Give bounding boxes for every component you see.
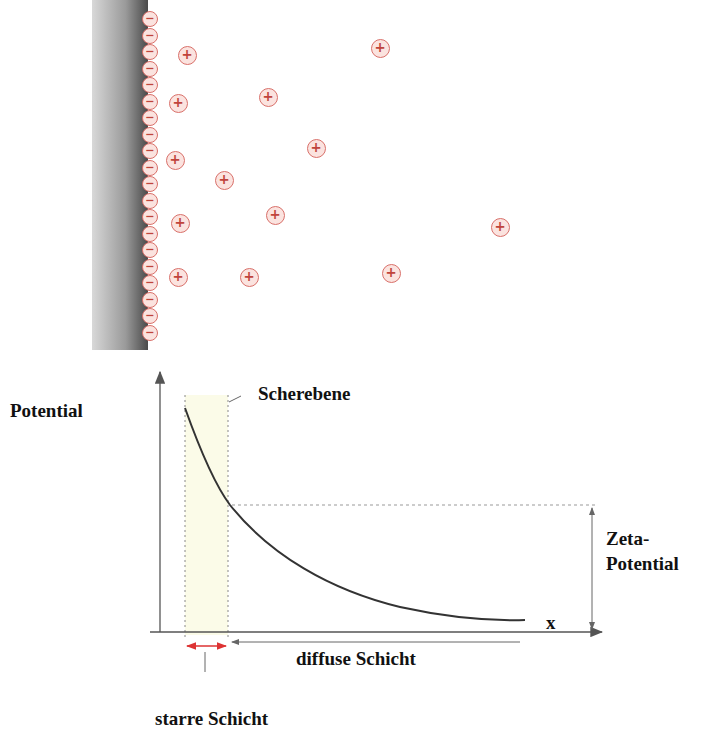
charge-sign: − (145, 145, 154, 156)
cation: + (240, 268, 259, 287)
charge-sign: + (218, 173, 229, 186)
charge-sign: − (145, 228, 154, 239)
anion: − (142, 292, 158, 308)
diffuse-arrow (232, 642, 520, 643)
boundary-line (185, 395, 186, 640)
cation: + (169, 94, 188, 113)
shear-plane-line (228, 395, 229, 640)
charge-sign: − (145, 178, 154, 189)
anion: − (142, 308, 158, 324)
layer-label: diffuse Schicht (296, 648, 416, 670)
charge-sign: + (172, 270, 183, 283)
cation: + (307, 139, 326, 158)
charge-sign: + (181, 48, 192, 61)
zeta-arrow (592, 508, 593, 629)
anion: − (142, 110, 158, 126)
anion: − (142, 209, 158, 225)
axis-label: Potential (10, 400, 83, 422)
anion: − (142, 28, 158, 44)
cation: + (382, 264, 401, 283)
charge-sign: − (145, 162, 154, 173)
anion: − (142, 61, 158, 77)
zeta-label: Zeta-Potential (606, 527, 706, 576)
anion: − (142, 193, 158, 209)
axis-label: x (546, 612, 556, 634)
charge-sign: − (145, 13, 154, 24)
charge-sign: − (145, 79, 154, 90)
layer-label: starre Schicht (155, 708, 268, 730)
cation: + (266, 206, 285, 225)
charge-sign: + (269, 208, 280, 221)
zeta-level (232, 505, 596, 506)
anion: − (142, 259, 158, 275)
charge-sign: − (145, 195, 154, 206)
anion: − (142, 242, 158, 258)
surface (92, 0, 148, 350)
anion: − (142, 11, 158, 27)
cation: + (171, 214, 190, 233)
anion: − (142, 275, 158, 291)
charge-sign: + (169, 153, 180, 166)
rigid-band (185, 395, 228, 635)
anion: − (142, 176, 158, 192)
charge-sign: − (145, 294, 154, 305)
charge-sign: − (145, 129, 154, 140)
leader-line (229, 396, 241, 402)
cation: + (259, 88, 278, 107)
charge-sign: − (145, 46, 154, 57)
charge-sign: + (262, 90, 273, 103)
charge-sign: − (145, 63, 154, 74)
anion: − (142, 226, 158, 242)
anion: − (142, 325, 158, 341)
anion: − (142, 77, 158, 93)
charge-sign: + (172, 96, 183, 109)
anion: − (142, 127, 158, 143)
potential-curve (185, 408, 525, 620)
cation: + (371, 39, 390, 58)
charge-sign: − (145, 327, 154, 338)
charge-sign: + (374, 41, 385, 54)
anion: − (142, 143, 158, 159)
leader-line (205, 652, 206, 672)
charge-sign: − (145, 112, 154, 123)
y-axis (159, 372, 160, 632)
x-axis (150, 631, 602, 632)
charge-sign: + (174, 216, 185, 229)
charge-sign: + (385, 266, 396, 279)
cation: + (166, 151, 185, 170)
cation: + (169, 268, 188, 287)
charge-sign: − (145, 211, 154, 222)
cation: + (178, 46, 197, 65)
charge-sign: + (310, 141, 321, 154)
plane-label: Scherebene (258, 383, 351, 405)
charge-sign: − (145, 277, 154, 288)
charge-sign: + (494, 220, 505, 233)
anion: − (142, 160, 158, 176)
charge-sign: − (145, 30, 154, 41)
rigid-arrow (187, 645, 226, 646)
charge-sign: − (145, 261, 154, 272)
cation: + (215, 171, 234, 190)
charge-sign: − (145, 244, 154, 255)
anion: − (142, 44, 158, 60)
charge-sign: − (145, 310, 154, 321)
charge-sign: + (243, 270, 254, 283)
anion: − (142, 94, 158, 110)
charge-sign: − (145, 96, 154, 107)
cation: + (491, 218, 510, 237)
